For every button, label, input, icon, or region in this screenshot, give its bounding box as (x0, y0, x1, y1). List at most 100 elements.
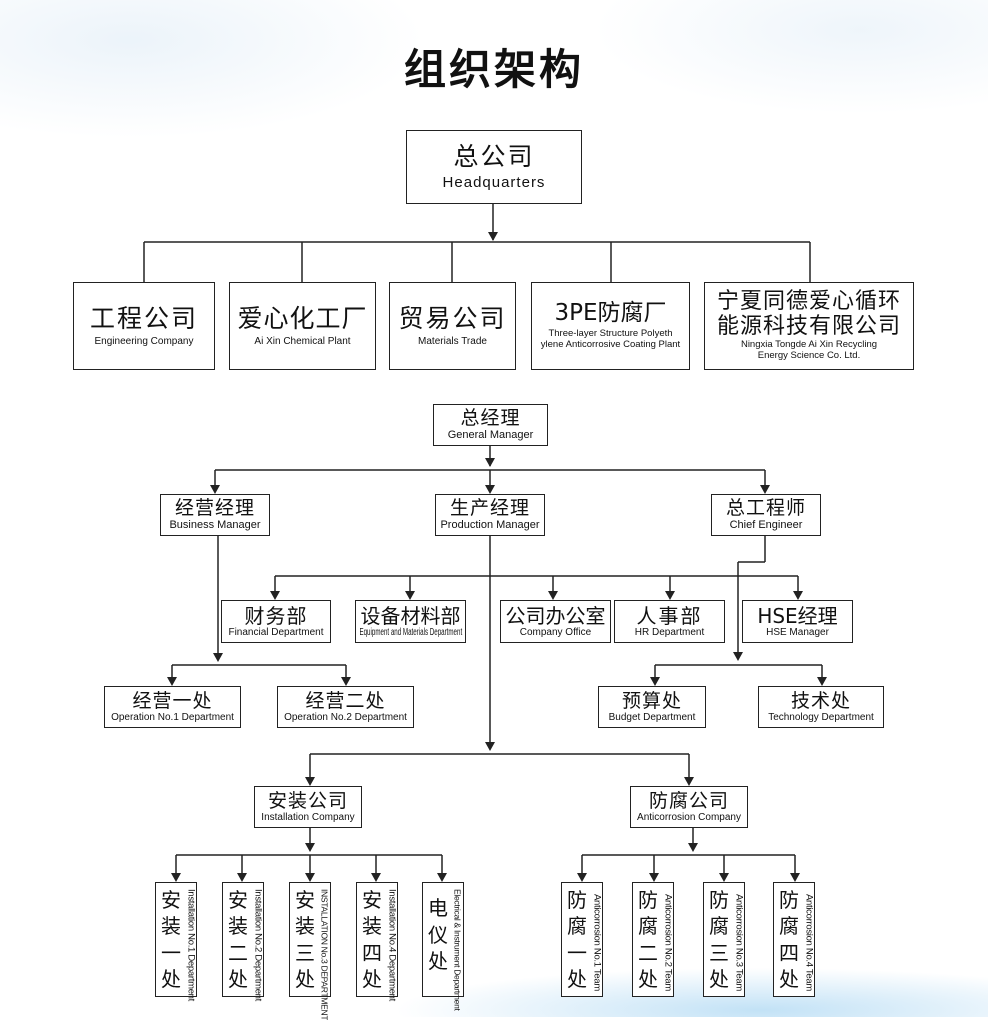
unit-char: 安 (228, 887, 248, 912)
unit-char: 装 (295, 914, 315, 939)
subsidiary-3pe-plant: 3PE防腐厂 Three-layer Structure Polyeth yle… (531, 282, 690, 370)
arrowhead-anti-co (684, 777, 694, 786)
installation-unit-4: 安 装 四 处 Installation No.4 Department (356, 882, 398, 1001)
general-manager-box: 总经理 General Manager (433, 404, 548, 446)
dept-company-office: 公司办公室 Company Office (500, 600, 611, 643)
headquarters-cn: 总公司 (453, 141, 535, 171)
arrowhead-install-unit-2 (305, 873, 315, 882)
arrowhead-install-unit-1 (237, 873, 247, 882)
unit-en: Anticorrosion No.1 Team (591, 894, 603, 991)
unit-char: 腐 (779, 914, 799, 939)
unit-char: 腐 (567, 914, 587, 939)
unit-char: 电 (428, 895, 448, 920)
unit-en: Anticorrosion No.3 Team (733, 894, 745, 991)
dept-cn: 人事部 (636, 603, 703, 628)
subsidiary-cn: 贸易公司 (398, 304, 507, 333)
arrowhead-install-unit-4 (437, 873, 447, 882)
arrowhead-gm (485, 458, 495, 467)
unit-char: 一 (567, 940, 587, 965)
chief-engineer-box: 总工程师 Chief Engineer (711, 494, 821, 536)
arrowhead-ops-2 (341, 677, 351, 686)
arrowhead-production (485, 485, 495, 494)
installation-unit-1: 安 装 一 处 Installation No.1 Department (155, 882, 197, 1001)
unit-char: 四 (779, 940, 799, 965)
dept-financial: 财务部 Financial Department (221, 600, 331, 643)
unit-en: Electrical & Instrument Department (452, 889, 463, 1011)
arrowhead-install-unit-3 (371, 873, 381, 882)
dept-cn: 公司办公室 (505, 603, 606, 628)
subsidiary-en-line2: ylene Anticorrosive Coating Plant (540, 339, 681, 351)
operation-no1-box: 经营一处 Operation No.1 Department (104, 686, 241, 728)
business-manager-box: 经营经理 Business Manager (160, 494, 270, 536)
unit-char: 安 (362, 887, 382, 912)
engineering-en: Technology Department (768, 711, 874, 723)
installation-company-cn: 安装公司 (267, 789, 348, 812)
arrowhead-install-co (305, 777, 315, 786)
unit-char: 防 (638, 887, 658, 912)
operation-cn: 经营一处 (132, 689, 213, 712)
subsidiary-en-line2: Energy Science Co. Ltd. (757, 349, 861, 361)
arrowhead-production-companies (485, 742, 495, 751)
anticorrosion-unit-2: 防 腐 二 处 Anticorrosion No.2 Team (632, 882, 674, 997)
arrowhead-dept-4 (793, 591, 803, 600)
installation-company-en: Installation Company (261, 811, 355, 823)
arrowhead-anti-unit-3 (790, 873, 800, 882)
dept-en: HSE Manager (766, 626, 829, 638)
unit-en: Installation No.4 Department (386, 889, 398, 1001)
headquarters-en: Headquarters (442, 174, 546, 192)
anticorrosion-unit-1: 防 腐 一 处 Anticorrosion No.1 Team (561, 882, 603, 997)
subsidiary-en-line1: Ningxia Tongde Ai Xin Recycling (740, 338, 878, 350)
subsidiary-cn-line1: 宁夏同德爱心循环 (716, 289, 901, 315)
chief-engineer-cn: 总工程师 (725, 497, 806, 520)
unit-char: 处 (295, 967, 315, 992)
subsidiary-cn-line2: 能源科技有限公司 (716, 313, 901, 339)
unit-char: 安 (295, 887, 315, 912)
unit-en: Installation No.2 Department (252, 889, 264, 1001)
dept-hr: 人事部 HR Department (614, 600, 725, 643)
unit-en: Anticorrosion No.2 Team (662, 894, 674, 991)
unit-char: 腐 (709, 914, 729, 939)
unit-char: 一 (161, 940, 181, 965)
arrowhead-hq (488, 232, 498, 241)
unit-char: 处 (161, 967, 181, 992)
anticorrosion-company-cn: 防腐公司 (648, 789, 729, 812)
headquarters-box: 总公司 Headquarters (406, 130, 582, 204)
unit-char: 安 (161, 887, 181, 912)
unit-char: 处 (638, 967, 658, 992)
subsidiary-cn: 工程公司 (89, 304, 198, 333)
unit-char: 四 (362, 940, 382, 965)
technology-dept-box: 技术处 Technology Department (758, 686, 884, 728)
dept-hse-manager: HSE经理 HSE Manager (742, 600, 853, 643)
arrowhead-ops-1 (167, 677, 177, 686)
dept-equipment-materials: 设备材料部 Equipment and Materials Department (355, 600, 466, 643)
unit-char: 处 (567, 967, 587, 992)
operation-cn: 经营二处 (305, 689, 386, 712)
unit-char: 防 (779, 887, 799, 912)
unit-char: 防 (709, 887, 729, 912)
unit-char: 处 (428, 949, 448, 974)
arrowhead-anti-down (688, 843, 698, 852)
arrowhead-eng-2 (817, 677, 827, 686)
subsidiary-en: Ai Xin Chemical Plant (254, 335, 351, 347)
dept-en: HR Department (634, 626, 705, 638)
unit-char: 三 (295, 940, 315, 965)
arrowhead-anti-unit-1 (649, 873, 659, 882)
subsidiary-ningxia-tongde: 宁夏同德爱心循环 能源科技有限公司 Ningxia Tongde Ai Xin … (704, 282, 914, 370)
arrowhead-install-unit-0 (171, 873, 181, 882)
engineering-cn: 预算处 (621, 689, 682, 712)
operation-en: Operation No.1 Department (111, 711, 234, 723)
page-title: 组织架构 (403, 45, 584, 94)
subsidiary-engineering-company: 工程公司 Engineering Company (73, 282, 215, 370)
arrowhead-anti-unit-2 (719, 873, 729, 882)
subsidiary-aixin-chemical-plant: 爱心化工厂 Ai Xin Chemical Plant (229, 282, 376, 370)
dept-en: Equipment and Materials Department (359, 626, 462, 638)
operation-en: Operation No.2 Department (284, 711, 407, 723)
subsidiary-en-line1: Three-layer Structure Polyeth (548, 328, 673, 340)
chief-engineer-en: Chief Engineer (729, 519, 803, 532)
dept-cn: 财务部 (244, 603, 308, 628)
unit-char: 处 (228, 967, 248, 992)
general-manager-en: General Manager (447, 429, 534, 442)
anticorrosion-unit-3: 防 腐 三 处 Anticorrosion No.3 Team (703, 882, 745, 997)
production-manager-box: 生产经理 Production Manager (435, 494, 545, 536)
